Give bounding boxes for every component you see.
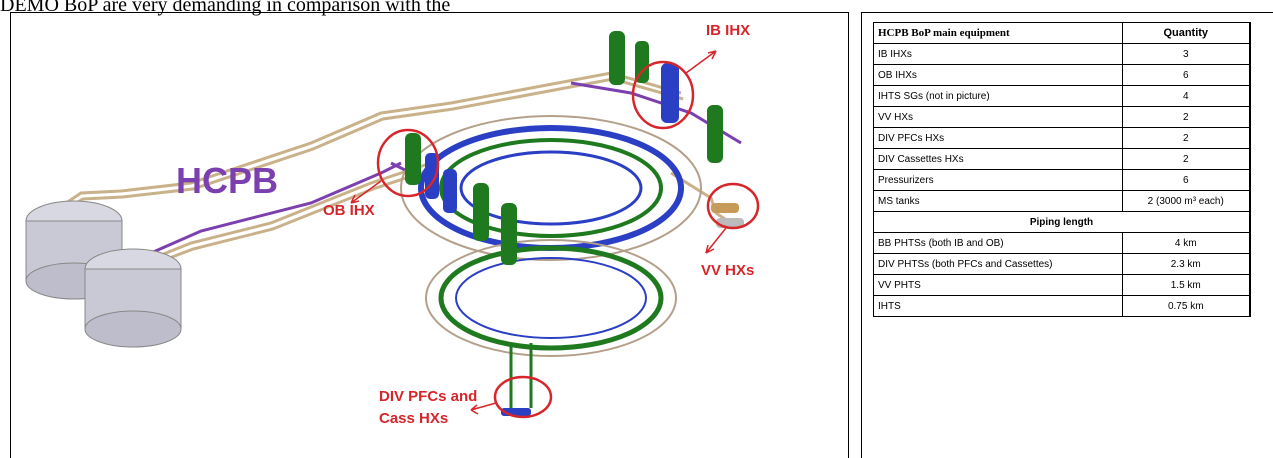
callout-div-line2: Cass HXs xyxy=(379,410,448,427)
row-qty: 4 xyxy=(1122,86,1250,107)
row-qty: 2 xyxy=(1122,107,1250,128)
header-quantity: Quantity xyxy=(1122,23,1250,44)
row-qty: 1.5 km xyxy=(1122,275,1250,296)
row-item: VV PHTS xyxy=(874,275,1123,296)
ms-tanks xyxy=(26,201,181,347)
row-item: IB IHXs xyxy=(874,44,1123,65)
row-item: IHTS xyxy=(874,296,1123,317)
table-row: VV HXs 2 xyxy=(874,107,1251,128)
callout-ob-ihx: OB IHX xyxy=(323,202,375,219)
table-row: Pressurizers 6 xyxy=(874,170,1251,191)
row-qty: 2 xyxy=(1122,128,1250,149)
bop-3d-rendering: HCPB IB IHX OB IHX VV HXs DIV PFCs and C… xyxy=(11,13,848,458)
equipment-table-panel: HCPB BoP main equipment Quantity IB IHXs… xyxy=(861,12,1273,458)
table-row: IB IHXs 3 xyxy=(874,44,1251,65)
row-item: VV HXs xyxy=(874,107,1123,128)
row-item: DIV PFCs HXs xyxy=(874,128,1123,149)
row-qty: 3 xyxy=(1122,44,1250,65)
table-row: IHTS 0.75 km xyxy=(874,296,1251,317)
table-row: IHTS SGs (not in picture) 4 xyxy=(874,86,1251,107)
row-item: Pressurizers xyxy=(874,170,1123,191)
row-qty: 0.75 km xyxy=(1122,296,1250,317)
piping-header-row: Piping length xyxy=(874,212,1251,233)
table-row: DIV PHTSs (both PFCs and Cassettes) 2.3 … xyxy=(874,254,1251,275)
table-row: VV PHTS 1.5 km xyxy=(874,275,1251,296)
row-item: OB IHXs xyxy=(874,65,1123,86)
row-item: DIV PHTSs (both PFCs and Cassettes) xyxy=(874,254,1123,275)
table-row: DIV PFCs HXs 2 xyxy=(874,128,1251,149)
callout-div-line1: DIV PFCs and xyxy=(379,388,477,405)
table-row: MS tanks 2 (3000 m³ each) xyxy=(874,191,1251,212)
callout-ib-ihx: IB IHX xyxy=(706,22,750,39)
row-qty: 2.3 km xyxy=(1122,254,1250,275)
header-equipment: HCPB BoP main equipment xyxy=(874,23,1123,44)
row-qty: 6 xyxy=(1122,65,1250,86)
row-qty: 2 xyxy=(1122,149,1250,170)
equipment-table: HCPB BoP main equipment Quantity IB IHXs… xyxy=(873,22,1251,317)
row-item: DIV Cassettes HXs xyxy=(874,149,1123,170)
row-item: BB PHTSs (both IB and OB) xyxy=(874,233,1123,254)
callout-vv-hxs: VV HXs xyxy=(701,262,754,279)
row-item: IHTS SGs (not in picture) xyxy=(874,86,1123,107)
plant-figure: HCPB IB IHX OB IHX VV HXs DIV PFCs and C… xyxy=(10,12,849,458)
row-qty: 6 xyxy=(1122,170,1250,191)
table-header-row: HCPB BoP main equipment Quantity xyxy=(874,23,1251,44)
hcpb-label: HCPB xyxy=(176,160,278,201)
table-row: OB IHXs 6 xyxy=(874,65,1251,86)
table-row: BB PHTSs (both IB and OB) 4 km xyxy=(874,233,1251,254)
row-qty: 2 (3000 m³ each) xyxy=(1122,191,1250,212)
lower-ring-manifold xyxy=(426,240,676,356)
row-qty: 4 km xyxy=(1122,233,1250,254)
row-item: MS tanks xyxy=(874,191,1123,212)
table-row: DIV Cassettes HXs 2 xyxy=(874,149,1251,170)
piping-length-header: Piping length xyxy=(874,212,1251,233)
